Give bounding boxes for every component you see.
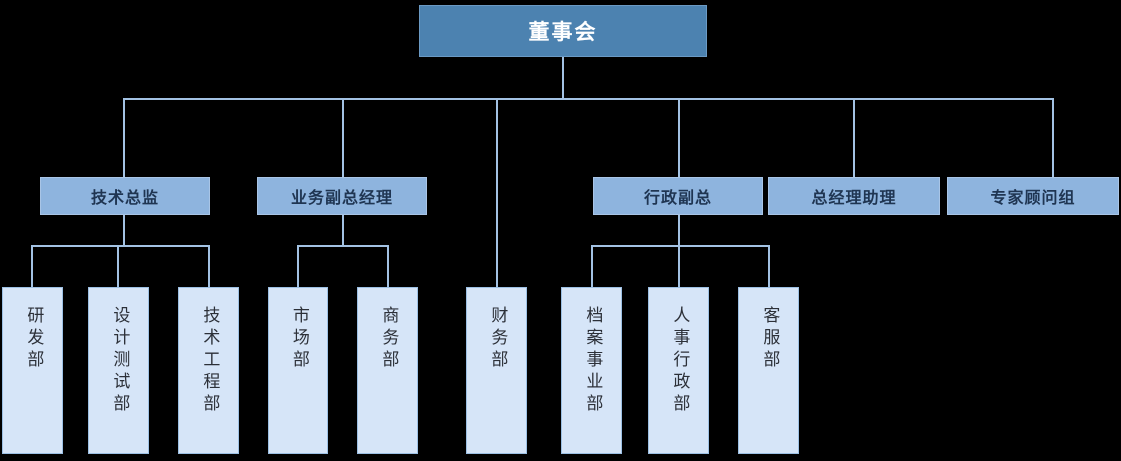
node-hr-admin-dept[interactable]: 人事行政部 [648,287,709,454]
connector-stem-tech-director [123,215,125,246]
connector-drop-business-vp [342,98,344,177]
node-commerce-dept[interactable]: 商务部 [357,287,418,454]
connector-drop-tech-director [123,98,125,177]
node-label: 研发部 [23,306,44,372]
connector-bus-business-vp [297,245,388,247]
connector-stem-admin-vp [678,215,680,246]
node-archives-div[interactable]: 档案事业部 [561,287,622,454]
node-marketing-dept[interactable]: 市场部 [268,287,328,454]
connector-root-stem [562,57,564,99]
connector-stem-business-vp [342,215,344,246]
connector-bus-tech-director [31,245,209,247]
connector-drop-design-test-dept [117,245,119,287]
node-expert-advisory-group[interactable]: 专家顾问组 [947,177,1119,215]
node-label: 客服部 [759,306,780,372]
connector-drop-finance-dept [496,98,498,287]
node-board-of-directors[interactable]: 董事会 [419,5,707,57]
node-tech-eng-dept[interactable]: 技术工程部 [178,287,239,454]
connector-drop-archives-div [591,245,593,287]
connector-main-bus [123,98,1053,100]
node-label: 业务副总经理 [290,188,393,207]
node-label: 技术工程部 [199,306,220,416]
node-label: 行政副总 [643,188,712,207]
node-label: 专家顾问组 [990,188,1076,207]
node-business-vp[interactable]: 业务副总经理 [257,177,427,215]
node-rd-dept[interactable]: 研发部 [2,287,63,454]
node-label: 市场部 [288,306,309,372]
node-label: 技术总监 [90,188,159,207]
node-label: 人事行政部 [669,306,690,416]
connector-drop-gm-assistant [853,98,855,177]
connector-drop-tech-eng-dept [208,245,210,287]
node-gm-assistant[interactable]: 总经理助理 [768,177,940,215]
node-design-test-dept[interactable]: 设计测试部 [88,287,149,454]
connector-drop-customer-service-dept [768,245,770,287]
connector-drop-rd-dept [31,245,33,287]
node-label: 财务部 [487,306,508,372]
node-label: 总经理助理 [811,188,897,207]
connector-drop-commerce-dept [387,245,389,287]
node-label: 董事会 [528,20,598,44]
node-tech-director[interactable]: 技术总监 [40,177,210,215]
node-finance-dept[interactable]: 财务部 [466,287,527,454]
node-customer-service-dept[interactable]: 客服部 [738,287,799,454]
connector-bus-admin-vp [591,245,769,247]
node-label: 商务部 [378,306,399,372]
connector-drop-marketing-dept [297,245,299,287]
connector-drop-expert-group [1052,98,1054,177]
connector-drop-hr-admin-dept [678,245,680,287]
node-label: 设计测试部 [109,306,130,416]
connector-drop-admin-vp [678,98,680,177]
node-admin-vp[interactable]: 行政副总 [593,177,763,215]
node-label: 档案事业部 [582,306,603,416]
